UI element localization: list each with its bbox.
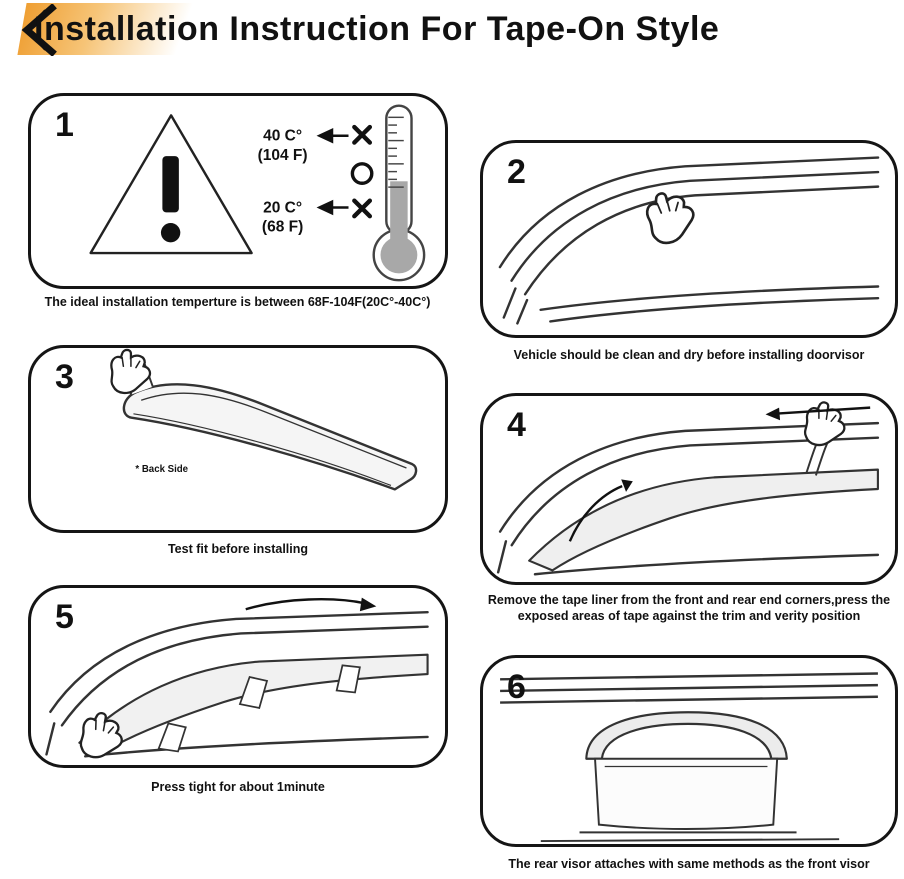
direction-arrows [568,406,871,542]
step1-panel: 1 40 C° (104 F) 20 C° (68 F) [28,93,448,289]
step2-illustration [498,156,880,325]
step2-panel: 2 [480,140,898,338]
visor-installed [528,468,879,572]
rear-window [594,757,779,830]
visor-back-side [122,383,418,491]
circle-ok-icon [350,162,374,185]
cross-icon-bottom [352,198,373,219]
temperature-labels: 40 C° (104 F) 20 C° (68 F) [258,128,308,236]
title-word-style: For Tape-On Style [420,10,720,48]
cross-and-circle-marks [350,124,374,219]
left-arrow-icons [316,128,349,216]
thermometer-icon [372,104,426,282]
step3-illustration: * Back Side [110,348,418,491]
step2-caption: Vehicle should be clean and dry before i… [513,348,865,362]
temp-high-f: (104 F) [258,147,308,164]
cross-icon-top [352,124,373,145]
page-title: Installation Instruction For Tape-On Sty… [34,0,719,58]
step5-number: 5 [55,598,74,636]
step3-number: 3 [55,358,74,396]
step6-caption: The rear visor attaches with same method… [508,857,870,871]
rear-visor [585,711,788,760]
temp-high-c: 40 C° [263,128,302,145]
step1-caption: The ideal installation temperture is bet… [44,295,431,309]
step6-illustration [500,672,878,843]
body-lines [540,831,840,843]
tape-liner-tabs [157,664,361,753]
step5-illustration [45,597,429,763]
pulling-hand-icon [802,399,849,450]
step5-panel: 5 [28,585,448,768]
step5-caption: Press tight for about 1minute [151,780,325,794]
step4-number: 4 [507,406,526,444]
temp-low-c: 20 C° [263,199,302,216]
step6-number: 6 [507,668,526,706]
curved-arrow-icon [568,484,623,542]
step4-panel: 4 [480,393,898,585]
step3-caption: Test fit before installing [167,542,309,556]
step4-caption: Remove the tape liner from the front and… [487,593,891,624]
warning-triangle-icon [89,114,253,255]
left-arrow-icon [779,406,871,415]
car-window-frame [496,421,880,576]
step4-illustration [496,399,880,576]
back-side-label: * Back Side [135,464,188,475]
car-window-frame [498,156,880,325]
step3-panel: 3 * Back Side [28,345,448,533]
step6-panel: 6 [480,655,898,847]
title-word-instruction: Instruction [219,10,421,48]
step1-number: 1 [55,106,74,144]
page-header: Installation Instruction For Tape-On Sty… [0,0,904,64]
step2-number: 2 [507,153,526,191]
step1-illustration: 40 C° (104 F) 20 C° (68 F) [89,104,426,282]
title-chevron-icon [21,4,57,56]
temp-low-f: (68 F) [262,219,303,236]
title-word-installation: Installation [34,10,220,48]
roof-lines [500,672,878,704]
car-window-frame [45,610,429,758]
right-arrow-icon [245,597,377,612]
